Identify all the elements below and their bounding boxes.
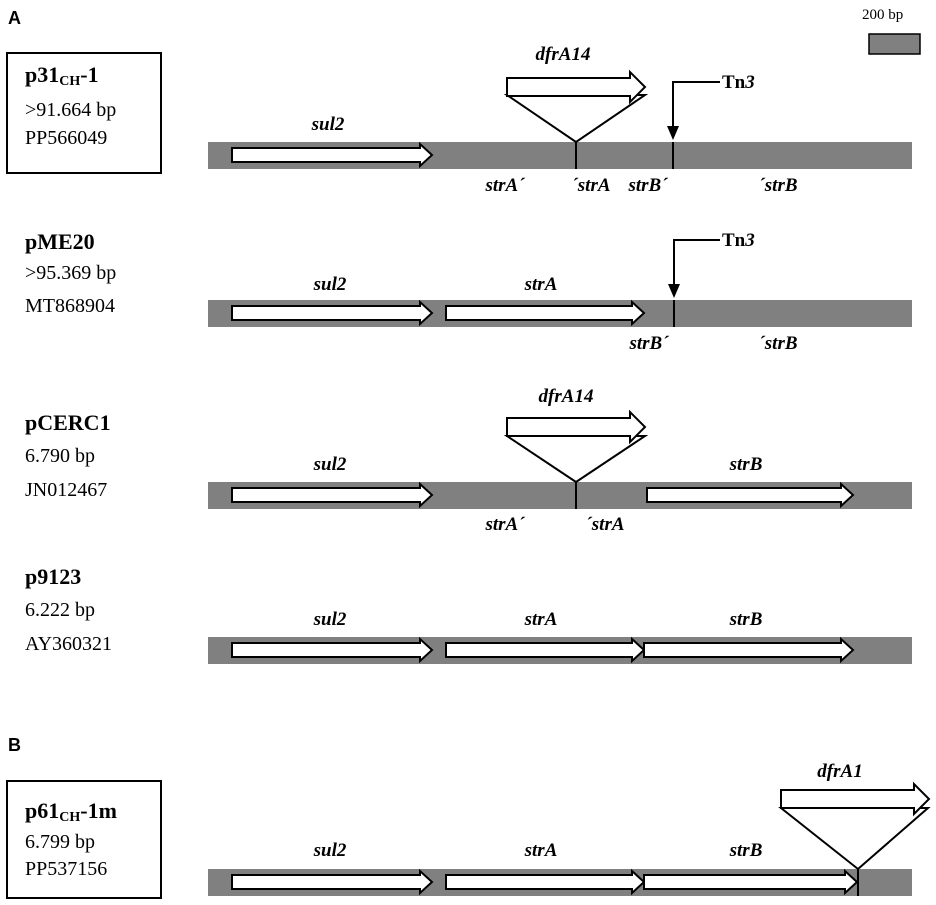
plasmid-accession-pcerc1: JN012467 — [25, 479, 108, 501]
gene-label-strA-p61: strA — [524, 840, 558, 861]
gene-arrow-strA-p61 — [445, 868, 646, 896]
plasmid-size-p31: >91.664 bp — [25, 99, 117, 121]
tn3-label-p31: Tn3 — [722, 72, 755, 93]
plasmid-size-p61: 6.799 bp — [25, 831, 95, 853]
gene-arrow-sul2-pme20 — [231, 299, 434, 327]
plasmid-size-pme20: >95.369 bp — [25, 262, 117, 284]
insertion-triangle-pcerc1 — [503, 435, 649, 484]
gene-label-dfrA14-pcerc1: dfrA14 — [539, 386, 594, 407]
gene-label-dfrA14-p31: dfrA14 — [536, 44, 591, 65]
gene-label-sul2-p9123: sul2 — [313, 609, 347, 630]
plasmid-size-pcerc1: 6.790 bp — [25, 445, 95, 467]
plasmid-accession-p9123: AY360321 — [25, 633, 113, 655]
plasmid-name-pme20: pME20 — [25, 229, 95, 254]
plasmid-box-p61 — [6, 780, 162, 899]
plasmid-accession-pme20: MT868904 — [25, 295, 115, 317]
truncation-label-strB-right-pme20: ´strB — [758, 333, 797, 354]
truncation-label-strB-right-p31: ´strB — [758, 175, 797, 196]
gene-arrow-sul2-pcerc1 — [231, 481, 434, 509]
truncation-label-strA-right-p31: ´strA — [571, 175, 610, 196]
scale-bar — [868, 33, 921, 55]
tn3-pointer-line-p31 — [672, 81, 720, 130]
scale-bar-label: 200 bp — [862, 7, 904, 23]
plasmid-name-p61: p61CH-1m — [25, 798, 117, 825]
truncation-label-strA-right-pcerc1: ´strA — [585, 514, 624, 535]
gene-arrow-sul2-p9123 — [231, 636, 434, 664]
gene-label-dfrA1-p61: dfrA1 — [817, 761, 862, 782]
truncation-label-strA-left-pcerc1: strA´ — [484, 514, 525, 535]
tn3-pointer-line-pme20 — [673, 239, 720, 288]
plasmid-name-p31: p31CH-1 — [25, 62, 99, 89]
tn3-label-pme20: Tn3 — [722, 230, 755, 251]
tn3-arrowhead-pme20 — [668, 284, 680, 298]
gene-label-strB-p9123: strB — [729, 609, 763, 630]
gene-arrow-strA-p9123 — [445, 636, 646, 664]
gene-label-sul2-p61: sul2 — [313, 840, 347, 861]
plasmid-accession-p61: PP537156 — [25, 858, 108, 880]
plasmid-name-pcerc1: pCERC1 — [25, 410, 111, 435]
gene-label-strB-p61: strB — [729, 840, 763, 861]
gene-label-strB-pcerc1: strB — [729, 454, 763, 475]
truncation-label-strB-left-p31: strB´ — [627, 175, 668, 196]
gene-label-sul2-p31: sul2 — [311, 114, 345, 135]
plasmid-accession-p31: PP566049 — [25, 127, 108, 149]
plasmid-name-p9123: p9123 — [25, 564, 82, 589]
insertion-triangle-p61 — [778, 807, 931, 871]
gene-arrow-sul2-p31 — [231, 141, 434, 169]
gene-arrow-strB-p61 — [643, 868, 859, 896]
truncation-label-strB-left-pme20: strB´ — [628, 333, 669, 354]
panel-label-a: A — [8, 8, 21, 28]
panel-label-b: B — [8, 735, 21, 755]
plasmid-size-p9123: 6.222 bp — [25, 599, 95, 621]
tn3-arrowhead-p31 — [667, 126, 679, 140]
insertion-triangle-p31 — [503, 94, 649, 144]
gene-arrow-sul2-p61 — [231, 868, 434, 896]
truncation-label-strA-left-p31: strA´ — [484, 175, 525, 196]
gene-arrow-strB-p9123 — [643, 636, 855, 664]
gene-arrow-dfrA1-p61 — [780, 781, 931, 817]
gene-label-strA-pme20: strA — [524, 274, 558, 295]
gene-label-sul2-pme20: sul2 — [313, 274, 347, 295]
gene-label-strA-p9123: strA — [524, 609, 558, 630]
gene-arrow-dfrA14-p31 — [506, 69, 647, 105]
gene-label-sul2-pcerc1: sul2 — [313, 454, 347, 475]
gene-arrow-dfrA14-pcerc1 — [506, 409, 647, 445]
gene-arrow-strA-pme20 — [445, 299, 646, 327]
plasmid-box-p31 — [6, 52, 162, 174]
gene-arrow-strB-pcerc1 — [646, 481, 855, 509]
